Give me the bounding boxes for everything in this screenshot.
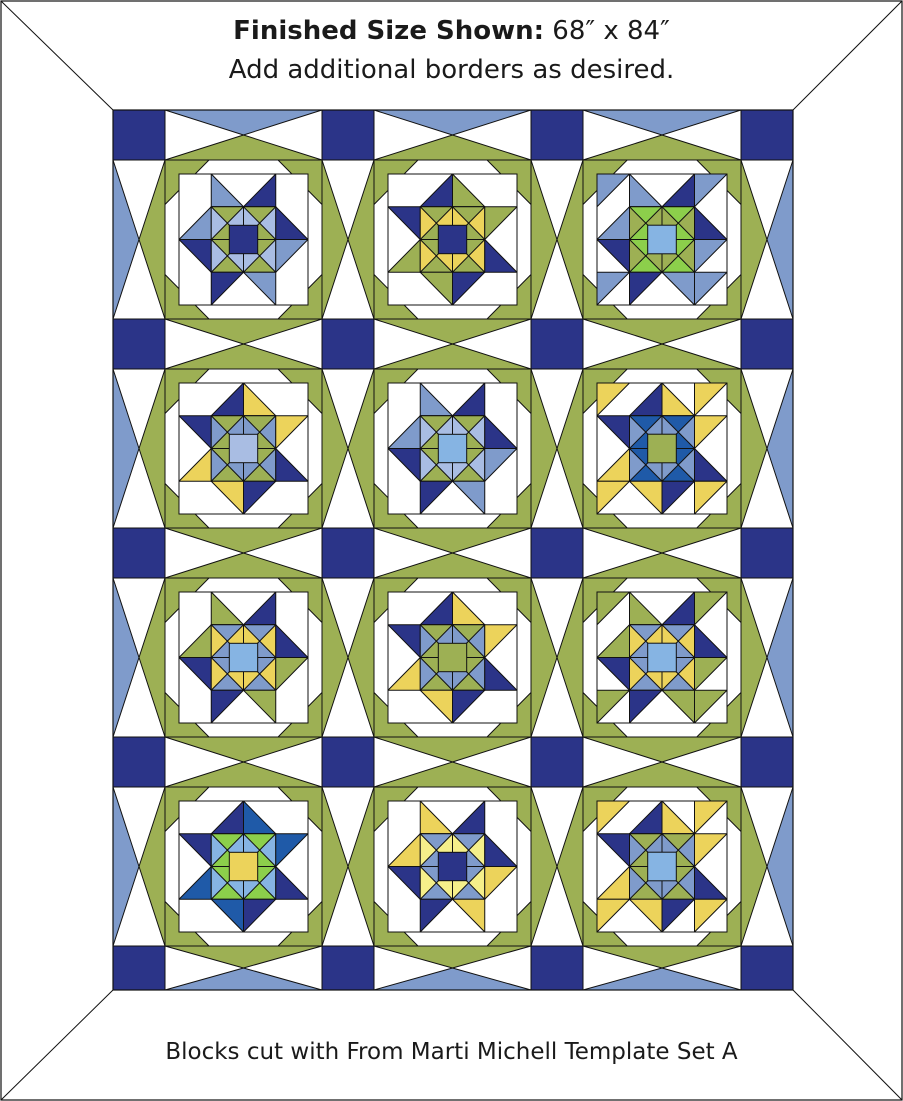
star-block-1 — [165, 160, 322, 319]
cornerstone — [322, 528, 374, 578]
center-focal-square — [229, 852, 257, 880]
vertical-sashing — [113, 160, 165, 319]
finished-size-label: Finished Size Shown: — [233, 16, 544, 46]
center-focal-square — [229, 643, 257, 671]
center-focal-square — [438, 225, 466, 253]
horizontal-sashing — [165, 946, 322, 990]
horizontal-sashing — [583, 110, 741, 160]
horizontal-sashing — [165, 737, 322, 787]
cornerstone — [113, 528, 165, 578]
center-focal-square — [648, 852, 677, 881]
center-focal-square — [438, 643, 466, 671]
borders-note: Add additional borders as desired. — [0, 55, 903, 85]
vertical-sashing — [531, 369, 583, 528]
finished-size-caption: Finished Size Shown: 68″ x 84″ — [0, 16, 903, 46]
horizontal-sashing — [583, 319, 741, 369]
finished-size-value: 68″ x 84″ — [552, 16, 670, 46]
vertical-sashing — [113, 578, 165, 737]
cornerstone — [322, 737, 374, 787]
cornerstone — [531, 737, 583, 787]
vertical-sashing — [741, 369, 793, 528]
star-block-10 — [165, 787, 322, 946]
quilt-top — [113, 110, 793, 990]
vertical-sashing — [531, 578, 583, 737]
cornerstone — [531, 946, 583, 990]
cornerstone — [113, 319, 165, 369]
star-block-11 — [374, 787, 531, 946]
vertical-sashing — [531, 787, 583, 946]
vertical-sashing — [113, 369, 165, 528]
cornerstone — [322, 319, 374, 369]
star-block-5 — [374, 369, 531, 528]
horizontal-sashing — [374, 737, 531, 787]
cornerstone — [741, 528, 793, 578]
cornerstone — [531, 528, 583, 578]
center-focal-square — [229, 434, 257, 462]
center-focal-square — [438, 852, 466, 880]
cornerstone — [113, 946, 165, 990]
cornerstone — [741, 946, 793, 990]
cornerstone — [531, 110, 583, 160]
center-focal-square — [648, 434, 677, 463]
star-block-9 — [583, 578, 741, 737]
horizontal-sashing — [374, 946, 531, 990]
center-focal-square — [438, 434, 466, 462]
vertical-sashing — [741, 787, 793, 946]
vertical-sashing — [741, 578, 793, 737]
cornerstone — [531, 319, 583, 369]
star-block-2 — [374, 160, 531, 319]
center-focal-square — [229, 225, 257, 253]
star-block-8 — [374, 578, 531, 737]
vertical-sashing — [322, 160, 374, 319]
horizontal-sashing — [374, 110, 531, 160]
horizontal-sashing — [583, 737, 741, 787]
template-credit: Blocks cut with From Marti Michell Templ… — [0, 1039, 903, 1065]
vertical-sashing — [741, 160, 793, 319]
vertical-sashing — [531, 160, 583, 319]
cornerstone — [741, 319, 793, 369]
star-block-4 — [165, 369, 322, 528]
horizontal-sashing — [165, 528, 322, 578]
cornerstone — [322, 110, 374, 160]
star-block-6 — [583, 369, 741, 528]
vertical-sashing — [113, 787, 165, 946]
cornerstone — [113, 110, 165, 160]
horizontal-sashing — [374, 319, 531, 369]
vertical-sashing — [322, 578, 374, 737]
star-block-3 — [583, 160, 741, 319]
cornerstone — [741, 737, 793, 787]
star-block-7 — [165, 578, 322, 737]
horizontal-sashing — [165, 319, 322, 369]
horizontal-sashing — [583, 946, 741, 990]
star-block-12 — [583, 787, 741, 946]
center-focal-square — [648, 225, 677, 254]
vertical-sashing — [322, 369, 374, 528]
horizontal-sashing — [165, 110, 322, 160]
vertical-sashing — [322, 787, 374, 946]
horizontal-sashing — [583, 528, 741, 578]
cornerstone — [113, 737, 165, 787]
cornerstone — [322, 946, 374, 990]
cornerstone — [741, 110, 793, 160]
center-focal-square — [648, 643, 677, 672]
horizontal-sashing — [374, 528, 531, 578]
